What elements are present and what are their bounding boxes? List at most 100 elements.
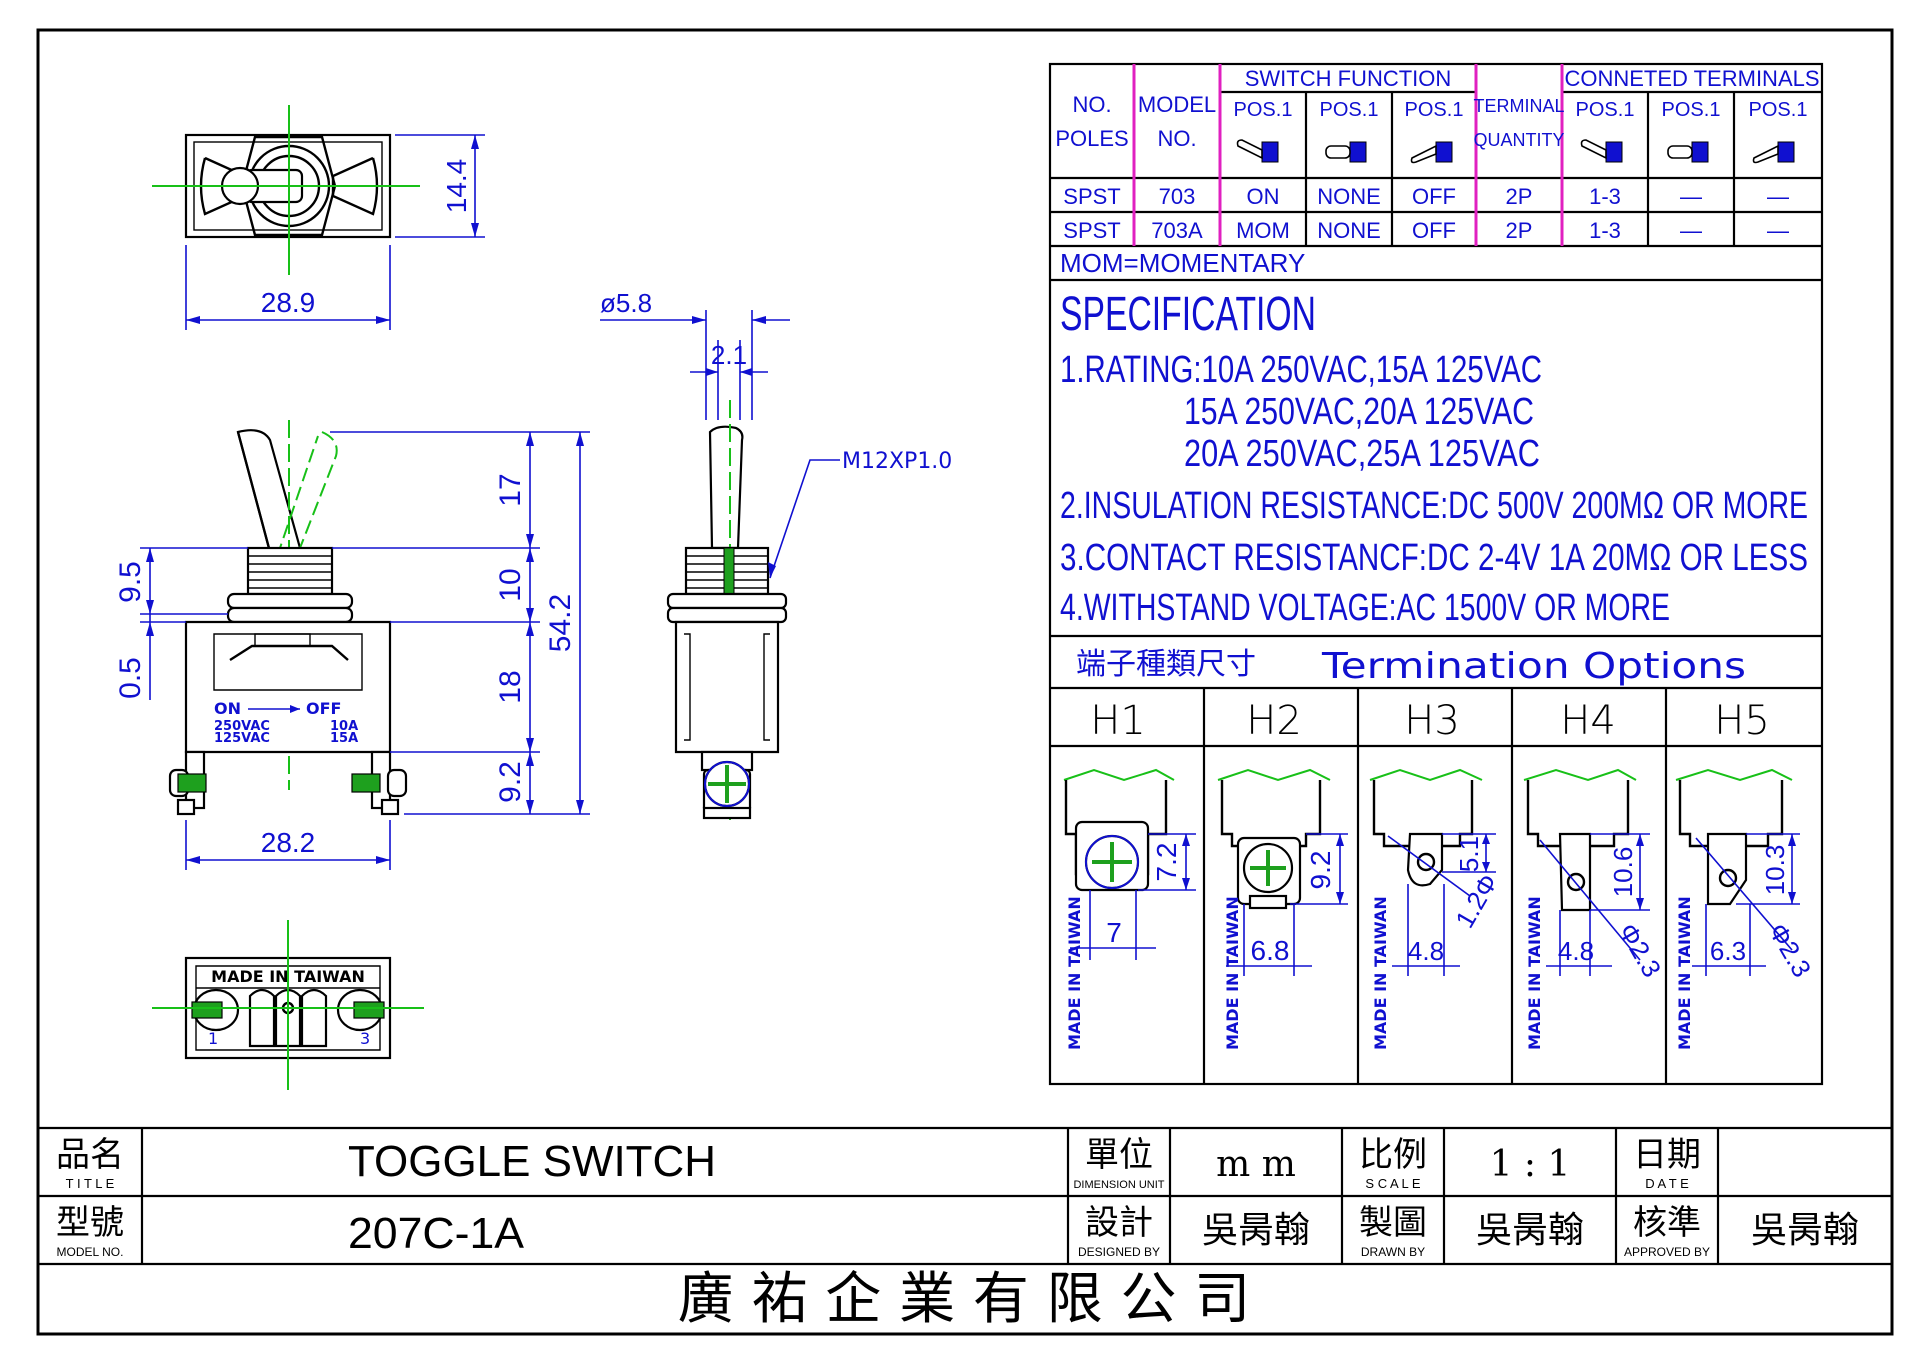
dim-bat-height: 17 [494,473,527,506]
hdr-pos-4: POS.1 [1576,99,1635,121]
tb-date-cn: 日期 [1633,1135,1701,1175]
term-option-h4: 10.6 4.8 Φ2.3 MADE IN TAIWAN [1523,768,1667,1050]
tb-design-cn: 設計 [1085,1203,1153,1243]
front-marking-a2: 15A [330,731,358,746]
svg-text:NONE: NONE [1317,184,1381,209]
tb-unit-cn: 單位 [1085,1135,1153,1175]
svg-text:MADE IN TAIWAN: MADE IN TAIWAN [1675,896,1694,1050]
tb-model-value: 207C-1A [348,1209,525,1258]
svg-text:OFF: OFF [1412,184,1456,209]
term-option-h5: 10.3 6.3 Φ2.3 MADE IN TAIWAN [1675,768,1817,1050]
svg-text:7.2: 7.2 [1151,843,1182,882]
svg-text:703: 703 [1159,184,1196,209]
dim-overall-height: 54.2 [544,594,577,652]
spec-line-6: 4.WITHSTAND VOLTAGE:AC 1500V OR MORE [1060,587,1670,629]
dim-top-width: 28.9 [261,287,316,318]
pos-icon-3 [1410,141,1453,164]
svg-text:—: — [1680,184,1702,209]
spec-line-5: 3.CONTACT RESISTANCF:DC 2-4V 1A 20MΩ OR … [1060,537,1808,579]
tb-scale-cn: 比例 [1359,1135,1427,1175]
svg-text:Φ2.3: Φ2.3 [1613,918,1667,982]
svg-text:Φ2.3: Φ2.3 [1763,918,1817,982]
svg-text:5.1: 5.1 [1454,836,1484,872]
spec-line-3: 20A 250VAC,25A 125VAC [1184,433,1540,475]
hdr-pos-6: POS.1 [1749,99,1808,121]
dim-side-lower: 0.5 [114,657,147,699]
term-title-en: Termination Options [1321,646,1746,687]
hdr-terminal-l2: QUANTITY [1473,130,1564,150]
spec-line-4: 2.INSULATION RESISTANCE:DC 500V 200MΩ OR… [1060,485,1808,527]
term-name-h1: H1 [1090,698,1146,744]
dim-thread: M12XP1.0 [842,449,952,474]
pos-icon-4 [1580,139,1623,163]
svg-text:2P: 2P [1506,218,1533,243]
tb-company: 廣 祐 企 業 有 限 公 司 [678,1267,1251,1332]
tb-unit-en: DIMENSION UNIT [1073,1179,1164,1191]
svg-text:ON: ON [1247,184,1280,209]
side-view: ø5.8 2.1 M12XP1.0 [600,288,952,820]
front-marking-v2: 125VAC [214,731,270,746]
svg-text:6.3: 6.3 [1710,936,1746,966]
function-table: NO. POLES MODEL NO. SWITCH FUNCTION TERM… [1048,62,1824,1086]
tb-title-value: TOGGLE SWITCH [348,1137,716,1186]
term-title-cn: 端子種類尺寸 [1076,647,1256,682]
svg-text:10.6: 10.6 [1608,847,1638,898]
hdr-pos-2: POS.1 [1320,99,1379,121]
front-marking-on: ON [214,699,241,718]
pos-icon-1 [1236,139,1279,163]
front-marking-v1: 250VAC [214,719,270,734]
bottom-view: MADE IN TAIWAN 1 3 [152,920,424,1090]
tb-drawn-cn: 製圖 [1359,1203,1427,1243]
front-marking-a1: 10A [330,719,358,734]
hdr-pos-3: POS.1 [1405,99,1464,121]
dim-bushing-height: 10 [494,568,527,601]
table-row: SPST 703 ON NONE OFF 2P 1-3 — — [1063,184,1789,209]
title-block: 品名 T I T L E TOGGLE SWITCH 型號 MODEL NO. … [38,1126,1892,1332]
front-marking-off: OFF [306,699,341,718]
term-name-h2: H2 [1246,698,1302,744]
pos-icon-2 [1325,141,1367,163]
spec-line-1: 1.RATING:10A 250VAC,15A 125VAC [1060,349,1542,391]
svg-text:703A: 703A [1151,218,1203,243]
hdr-model-l2: NO. [1157,126,1196,151]
dim-top-height: 14.4 [441,159,472,214]
hdr-pos-1: POS.1 [1234,99,1293,121]
svg-text:10.3: 10.3 [1760,845,1790,896]
svg-text:SPST: SPST [1063,218,1120,243]
spec-title: SPECIFICATION [1060,288,1316,341]
pos-icon-5 [1667,141,1709,163]
tb-title-cn: 品名 [56,1135,124,1175]
tb-scale-value: 1 : 1 [1490,1144,1571,1185]
svg-text:2P: 2P [1506,184,1533,209]
svg-text:4.8: 4.8 [1408,936,1444,966]
svg-text:1-3: 1-3 [1589,184,1621,209]
svg-text:MADE IN TAIWAN: MADE IN TAIWAN [1525,896,1544,1050]
hdr-poles-l2: POLES [1055,126,1128,151]
dim-body-height: 18 [494,670,527,703]
term-option-h1: 7.2 7 MADE IN TAIWAN [1063,768,1196,1050]
table-row: SPST 703A MOM NONE OFF 2P 1-3 — — [1063,218,1789,243]
svg-text:—: — [1767,184,1789,209]
hdr-model-l1: MODEL [1138,92,1216,117]
svg-text:NONE: NONE [1317,218,1381,243]
tb-design-en: DESIGNED BY [1078,1245,1160,1259]
tb-drawn-en: DRAWN BY [1361,1245,1425,1259]
svg-text:9.2: 9.2 [1305,851,1336,890]
front-view: ON OFF 250VAC 125VAC 10A 15A [114,420,590,870]
bottom-term-1: 1 [208,1029,218,1048]
hdr-connected-terminals: CONNETED TERMINALS [1564,66,1819,91]
bottom-term-3: 3 [360,1029,370,1048]
svg-text:—: — [1767,218,1789,243]
svg-text:MADE IN TAIWAN: MADE IN TAIWAN [1065,896,1084,1050]
term-option-h2: 9.2 6.8 MADE IN TAIWAN [1217,768,1348,1050]
hdr-switch-function: SWITCH FUNCTION [1245,66,1452,91]
term-name-h5: H5 [1714,698,1770,744]
mom-note: MOM=MOMENTARY [1060,248,1305,278]
svg-text:MADE IN TAIWAN: MADE IN TAIWAN [1223,896,1242,1050]
hdr-poles-l1: NO. [1072,92,1111,117]
term-name-h4: H4 [1560,698,1616,744]
svg-text:SPST: SPST [1063,184,1120,209]
dim-side-upper: 9.5 [114,561,147,603]
svg-text:1-3: 1-3 [1589,218,1621,243]
